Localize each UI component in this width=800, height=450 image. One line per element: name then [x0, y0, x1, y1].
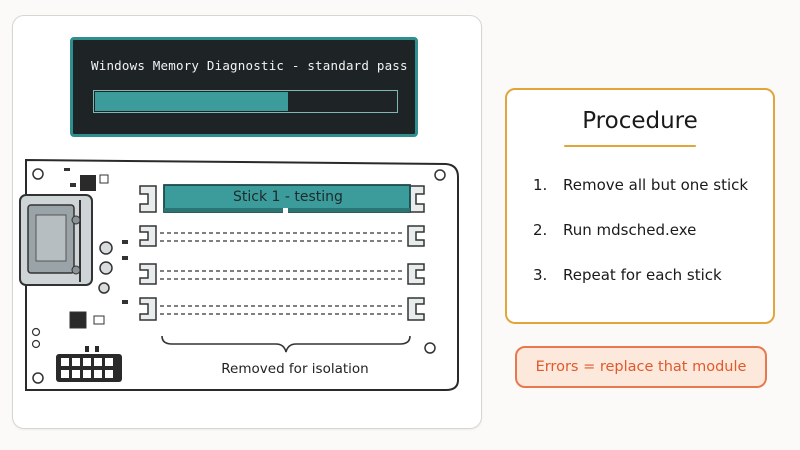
step-text: Remove all but one stick	[563, 176, 749, 194]
capacitor-icon	[99, 261, 113, 275]
capacitor-icon	[98, 282, 110, 294]
procedure-title: Procedure	[582, 108, 698, 134]
curly-brace-icon	[161, 335, 411, 353]
step-text: Run mdsched.exe	[563, 221, 697, 239]
chip-icon	[80, 175, 96, 191]
mount-hole	[434, 169, 446, 181]
title-underline	[564, 145, 696, 147]
mount-hole	[424, 342, 436, 354]
step-number: 3.	[533, 266, 548, 284]
power-connector-icon	[56, 346, 122, 382]
diagnostic-progress-bar	[93, 90, 398, 113]
ram-stick	[163, 184, 411, 213]
dimm-slot-1	[139, 184, 425, 213]
step-number: 1.	[533, 176, 548, 194]
capacitor-icon	[99, 241, 113, 255]
mount-hole	[32, 168, 44, 180]
cpu-socket	[19, 194, 93, 286]
error-callout: Errors = replace that module	[515, 346, 767, 388]
step-number: 2.	[533, 221, 548, 239]
component-icon	[64, 168, 70, 171]
procedure-step: 2. Run mdsched.exe	[533, 221, 696, 239]
progress-fill	[95, 92, 288, 111]
diagnostic-title: Windows Memory Diagnostic - standard pas…	[91, 58, 408, 73]
component-icon	[70, 183, 76, 187]
mount-hole	[32, 372, 44, 384]
procedure-card: Procedure 1. Remove all but one stick 2. R…	[505, 88, 775, 324]
motherboard-outline	[25, 158, 459, 391]
memory-diagnostic-window: Windows Memory Diagnostic - standard pas…	[70, 37, 418, 137]
error-callout-text: Errors = replace that module	[535, 359, 747, 375]
procedure-step: 3. Repeat for each stick	[533, 266, 722, 284]
component-icon	[99, 174, 109, 184]
dimm-slot-4	[139, 297, 425, 321]
step-text: Repeat for each stick	[563, 266, 722, 284]
component-icon	[93, 315, 105, 325]
procedure-step: 1. Remove all but one stick	[533, 176, 748, 194]
dimm-slot-3	[139, 263, 425, 285]
dimm-slot-2	[139, 225, 425, 247]
installed-stick-label: Stick 1 - testing	[233, 189, 343, 205]
removed-slots-label: Removed for isolation	[221, 361, 369, 377]
chip-icon	[69, 311, 87, 329]
